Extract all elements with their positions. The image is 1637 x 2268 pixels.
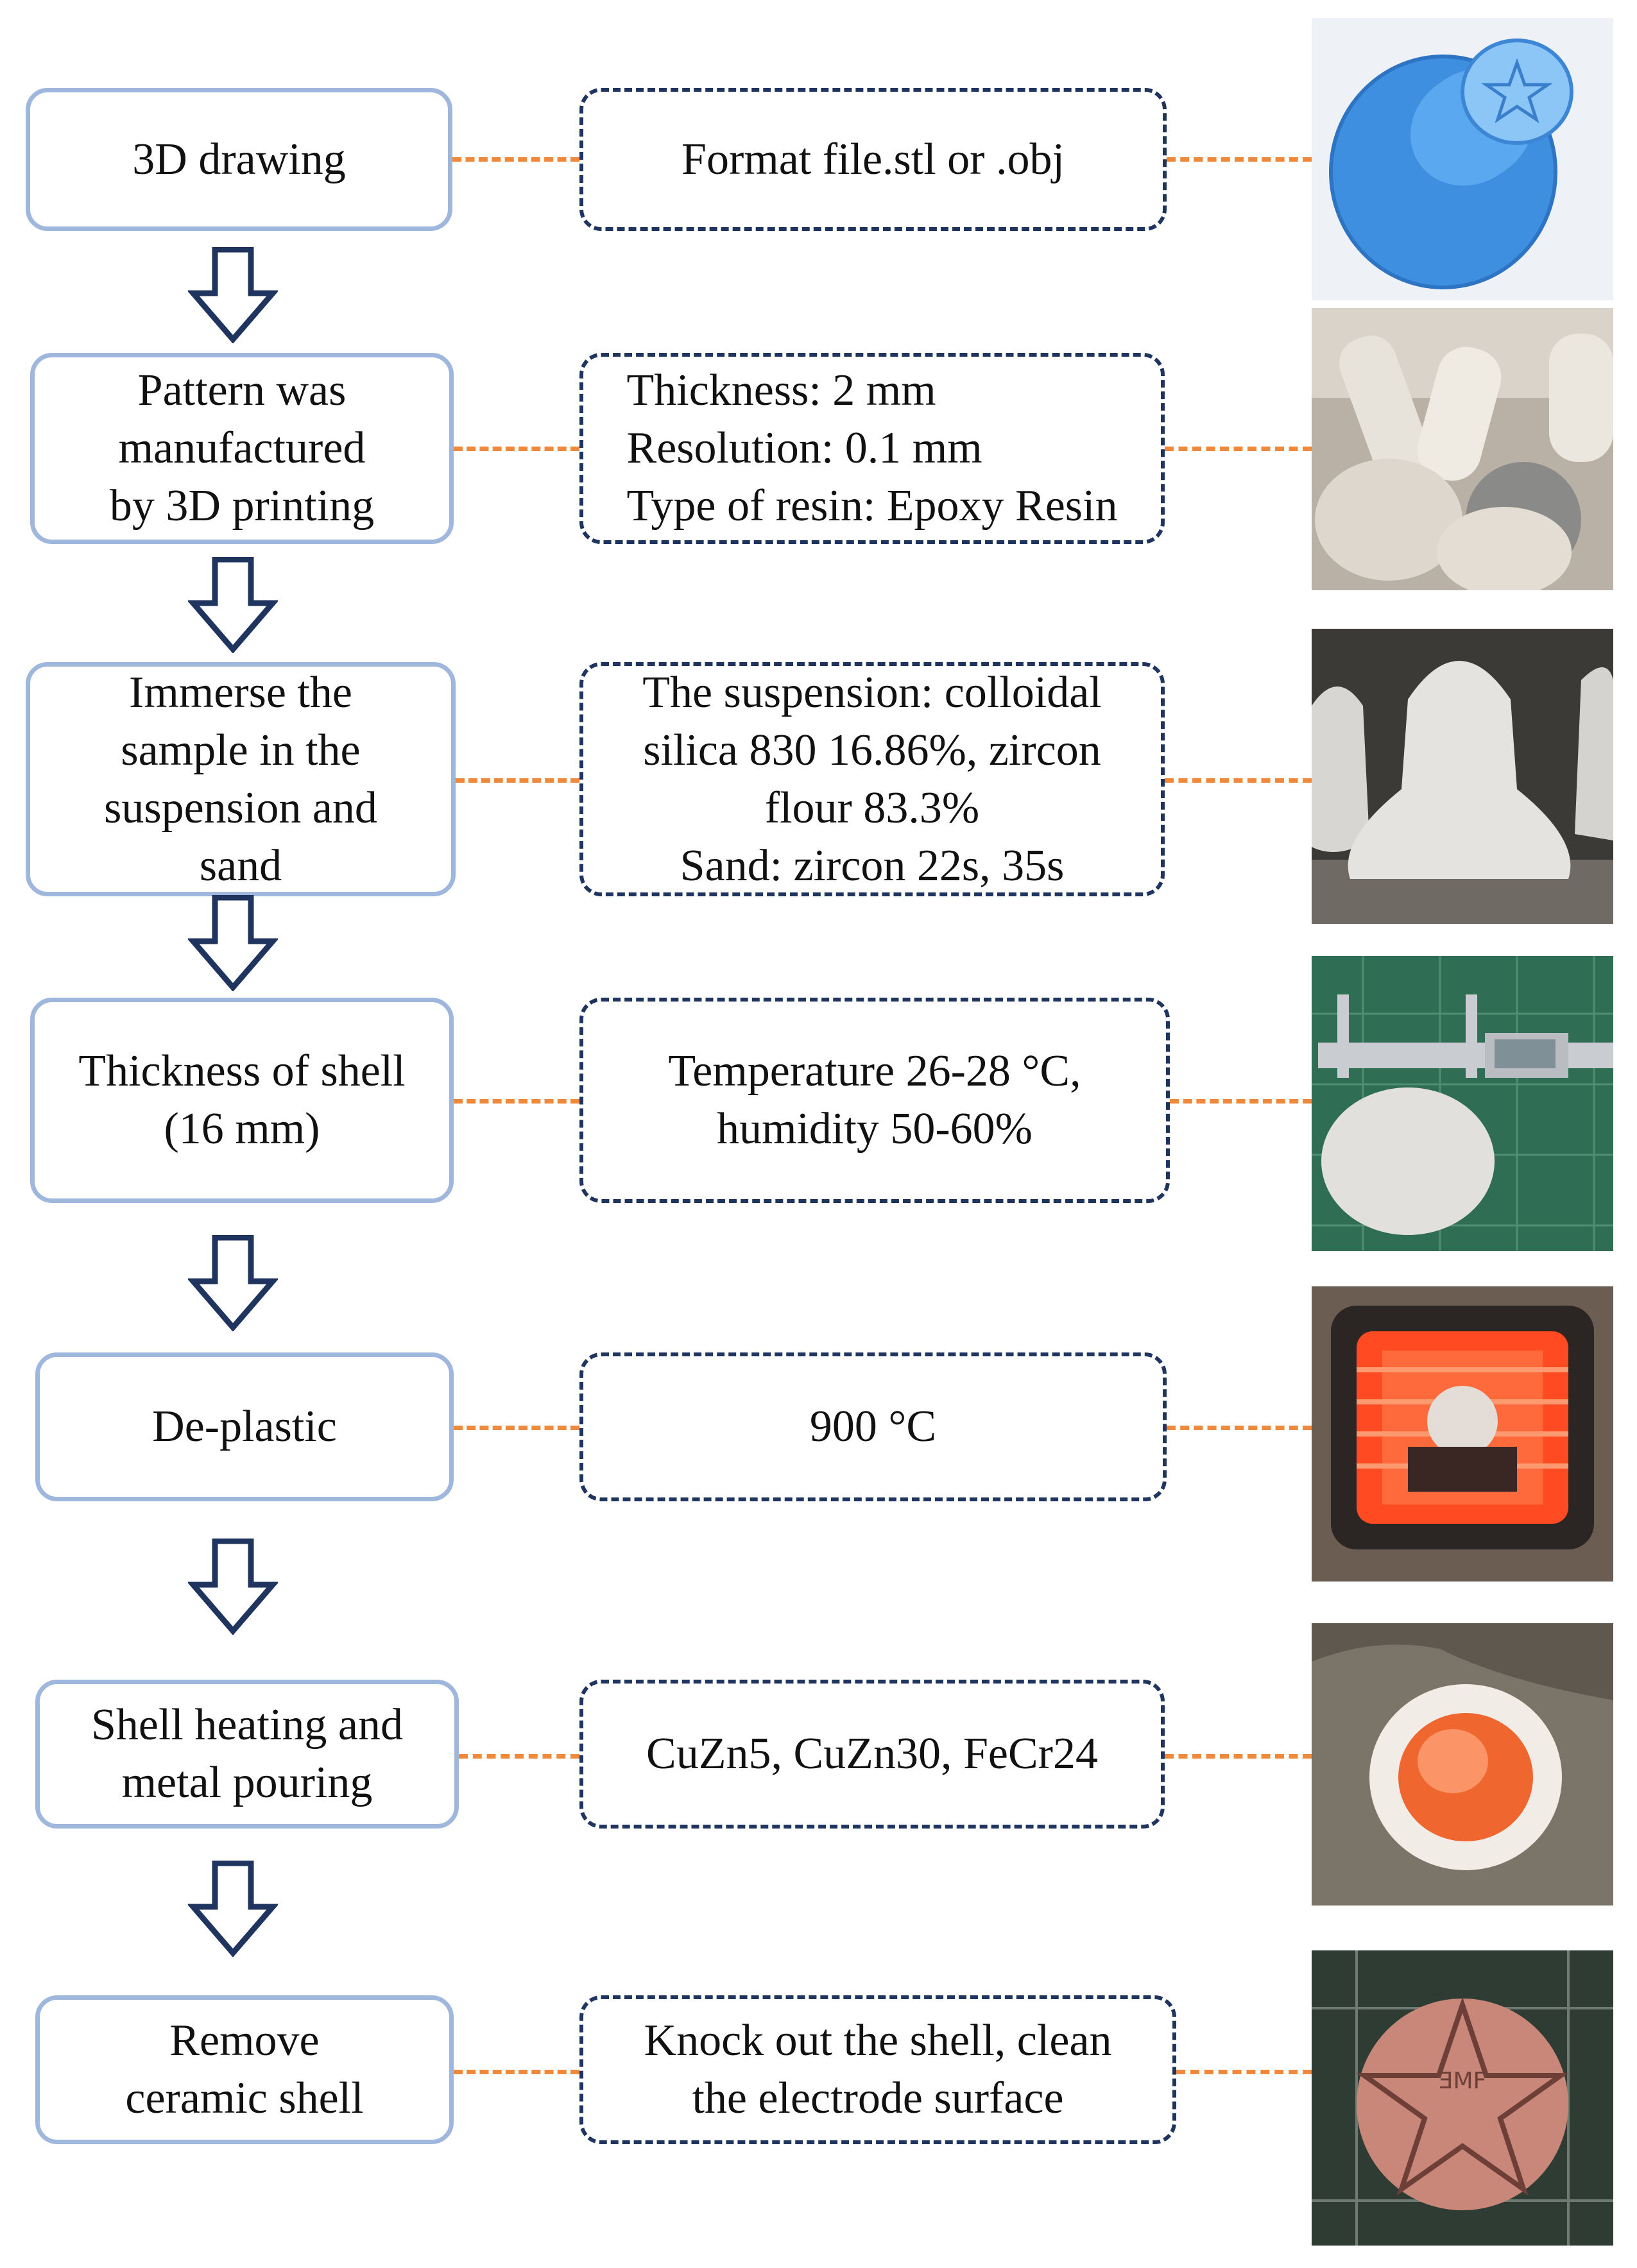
param-finishing: Knock out the shell, clean the electrode… (579, 1995, 1176, 2144)
connector-line (454, 447, 579, 451)
down-arrow-icon (188, 895, 278, 991)
param-text-line: the electrode surface (692, 2074, 1064, 2123)
step-label-line: metal pouring (121, 1758, 373, 1807)
connector-line (454, 1099, 579, 1104)
step-3d-drawing: 3D drawing (26, 88, 452, 231)
down-arrow-icon (188, 1235, 278, 1331)
step-label-line: Thickness of shell (78, 1046, 406, 1096)
step-immerse: Immerse the sample in the suspension and… (26, 662, 456, 896)
param-temperature: 900 °C (579, 1352, 1167, 1501)
finished-copper-electrode-image: ƎMF (1312, 1950, 1613, 2246)
printed-resin-patterns-image (1312, 308, 1613, 590)
step-de-plastic: De-plastic (35, 1352, 454, 1501)
step-label-line: Shell heating and (90, 1700, 403, 1750)
connector-line (1165, 778, 1312, 783)
step-label-line: (16 mm) (164, 1104, 320, 1154)
connector-line (1170, 1099, 1312, 1104)
step-label-line: manufactured (118, 423, 366, 473)
connector-line (1165, 447, 1312, 451)
down-arrow-icon (188, 557, 278, 653)
step-label-line: Immerse the (129, 667, 352, 717)
connector-line (1167, 157, 1312, 162)
param-file-format: Format file.stl or .obj (579, 88, 1167, 231)
svg-text:ƎMF: ƎMF (1439, 2068, 1487, 2094)
param-text-line: humidity 50-60% (717, 1104, 1033, 1154)
blue-cad-model-image (1312, 18, 1613, 300)
coated-ceramic-shell-image (1312, 629, 1613, 924)
molten-metal-pouring-image (1312, 1623, 1613, 1906)
connector-line (1165, 1754, 1312, 1759)
step-label-line: Remove (169, 2016, 320, 2065)
param-text: CuZn5, CuZn30, FeCr24 (646, 1729, 1098, 1778)
down-arrow-icon (188, 247, 278, 343)
connector-line (452, 157, 579, 162)
param-text-line: The suspension: colloidal (642, 667, 1102, 717)
param-text-line: Sand: zircon 22s, 35s (680, 840, 1065, 891)
param-printing-settings: Thickness: 2 mm Resolution: 0.1 mm Type … (579, 353, 1165, 544)
step-label-line: sand (199, 840, 282, 891)
param-text-line: Knock out the shell, clean (644, 2016, 1112, 2065)
step-remove-shell: Remove ceramic shell (35, 1995, 454, 2144)
step-label-line: ceramic shell (125, 2074, 364, 2123)
connector-line (1176, 2070, 1312, 2074)
down-arrow-icon (188, 1861, 278, 1957)
param-text: 900 °C (809, 1402, 937, 1451)
connector-line (1167, 1426, 1312, 1430)
step-label: De-plastic (152, 1402, 337, 1451)
param-text-line: Type of resin: Epoxy Resin (626, 481, 1118, 531)
param-text-line: Resolution: 0.1 mm (626, 423, 982, 473)
step-label-line: by 3D printing (109, 481, 375, 531)
furnace-de-plastic-image (1312, 1286, 1613, 1582)
connector-line (459, 1754, 579, 1759)
param-suspension: The suspension: colloidal silica 830 16.… (579, 662, 1165, 896)
param-alloys: CuZn5, CuZn30, FeCr24 (579, 1680, 1165, 1829)
down-arrow-icon (188, 1539, 278, 1635)
step-label-line: Pattern was (137, 366, 347, 415)
step-label-line: sample in the (121, 725, 361, 775)
param-text-line: flour 83.3% (764, 783, 980, 833)
param-environment: Temperature 26-28 °C, humidity 50-60% (579, 998, 1170, 1203)
step-shell-thickness: Thickness of shell (16 mm) (30, 998, 454, 1203)
connector-line (454, 2070, 579, 2074)
step-label: 3D drawing (132, 134, 346, 184)
caliper-measuring-shell-image (1312, 956, 1613, 1251)
connector-line (454, 1426, 579, 1430)
step-shell-heating: Shell heating and metal pouring (35, 1680, 459, 1829)
param-text-line: Thickness: 2 mm (626, 366, 936, 415)
param-text-line: Temperature 26-28 °C, (668, 1046, 1081, 1096)
step-label-line: suspension and (104, 783, 377, 833)
param-text: Format file.stl or .obj (681, 134, 1065, 184)
step-3d-printing: Pattern was manufactured by 3D printing (30, 353, 454, 544)
connector-line (456, 778, 579, 783)
param-text-line: silica 830 16.86%, zircon (643, 725, 1101, 775)
